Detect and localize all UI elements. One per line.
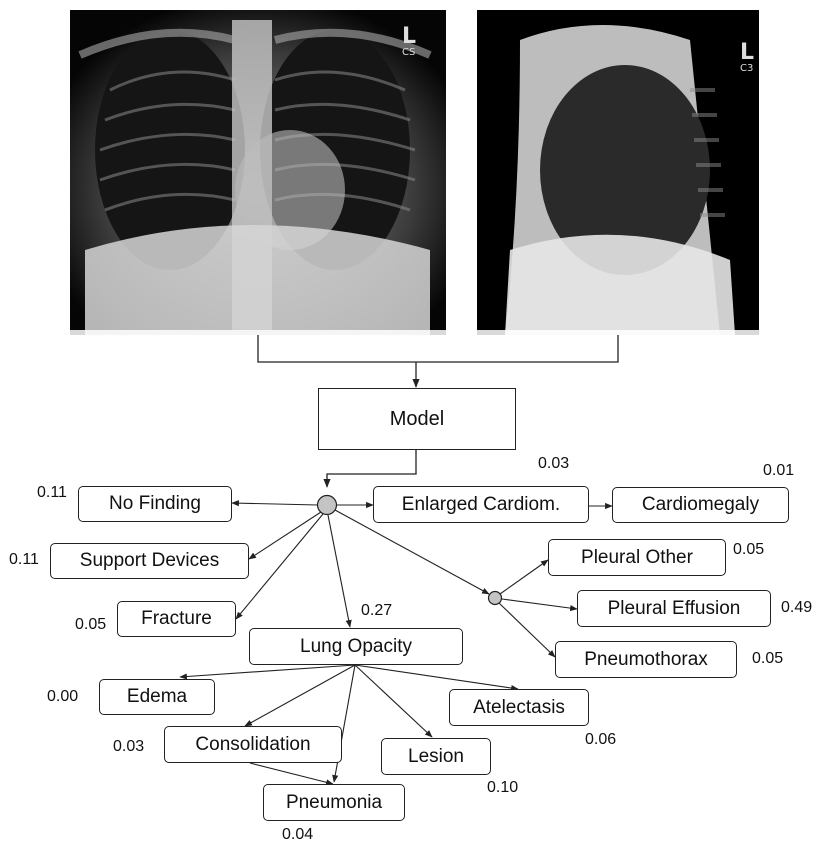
pneumonia-label: Pneumonia [285, 791, 383, 813]
edge-pleural-other [499, 559, 549, 595]
lateral-marker-sub: C3 [740, 63, 754, 74]
prob-edema: 0.00 [47, 688, 79, 705]
prob-consolidation: 0.03 [113, 738, 145, 755]
pneumothorax-label: Pneumothorax [584, 648, 708, 670]
pleural-hub [487, 590, 503, 606]
pleural-other-label: Pleural Other [581, 546, 693, 568]
edge-opacity-pneumonia [332, 664, 356, 783]
edge-root-pleural-hub [334, 509, 490, 595]
frontal-xray-image [70, 10, 446, 335]
node-edema: Edema [99, 679, 215, 715]
node-consolidation: Consolidation [164, 726, 342, 763]
edge-root-support-devices [248, 511, 322, 560]
enlarged-cardiom-label: Enlarged Cardiom. [401, 493, 561, 515]
prob-enlarged-cardiom: 0.03 [538, 455, 570, 472]
node-pneumothorax: Pneumothorax [555, 641, 737, 678]
edge-pleural-effusion [501, 598, 578, 612]
edge-opacity-atelectasis [354, 664, 519, 692]
fracture-label: Fracture [141, 608, 212, 629]
node-atelectasis: Atelectasis [449, 689, 589, 726]
consolidation-label: Consolidation [195, 733, 311, 755]
frontal-side-marker: L CS [402, 26, 416, 58]
cardiomegaly-label: Cardiomegaly [641, 494, 760, 515]
edge-root-no-finding [231, 500, 319, 507]
edge-opacity-consolidation [244, 664, 356, 727]
edge-root-fracture [235, 513, 324, 620]
model-label: Model [389, 407, 445, 430]
node-lung-opacity: Lung Opacity [249, 628, 463, 665]
lung-opacity-label: Lung Opacity [300, 635, 412, 657]
lateral-marker-letter: L [740, 40, 755, 65]
frontal-marker-letter: L [402, 24, 417, 49]
edge-opacity-lesion [354, 664, 433, 738]
edge-opacity-edema [179, 664, 356, 680]
lateral-side-marker: L C3 [740, 42, 754, 74]
edge-consolidation-pneumonia [249, 762, 334, 786]
prob-lung-opacity: 0.27 [361, 602, 393, 619]
node-lesion: Lesion [381, 738, 491, 775]
frontal-marker-sub: CS [402, 47, 416, 58]
node-pleural-effusion: Pleural Effusion [577, 590, 771, 627]
pleural-effusion-label: Pleural Effusion [607, 597, 741, 619]
no-finding-label: No Finding [109, 493, 201, 514]
prob-pneumothorax: 0.05 [752, 650, 784, 667]
node-pleural-other: Pleural Other [548, 539, 726, 576]
prob-fracture: 0.05 [75, 616, 107, 633]
node-enlarged-cardiom: Enlarged Cardiom. [373, 486, 589, 523]
prob-pleural-effusion: 0.49 [781, 599, 813, 616]
prob-support-devices: 0.11 [9, 551, 39, 568]
lateral-xray-image [477, 10, 759, 335]
prob-pleural-other: 0.05 [733, 541, 765, 558]
support-devices-label: Support Devices [79, 550, 220, 571]
lesion-label: Lesion [408, 745, 464, 767]
prob-cardiomegaly: 0.01 [763, 462, 795, 479]
edge-root-lung-opacity [327, 514, 352, 628]
prob-no-finding: 0.11 [37, 484, 67, 501]
prob-atelectasis: 0.06 [585, 731, 617, 748]
atelectasis-label: Atelectasis [473, 696, 565, 718]
node-no-finding: No Finding [78, 486, 232, 522]
node-support-devices: Support Devices [50, 543, 249, 579]
prob-pneumonia: 0.04 [282, 826, 314, 843]
node-cardiomegaly: Cardiomegaly [612, 487, 789, 523]
input-connectors [257, 335, 619, 488]
root-hub [316, 494, 338, 516]
node-fracture: Fracture [117, 601, 236, 637]
model-box: Model [318, 388, 516, 450]
edema-label: Edema [126, 686, 188, 707]
node-pneumonia: Pneumonia [263, 784, 405, 821]
edge-pneumothorax [498, 602, 556, 658]
prob-lesion: 0.10 [487, 779, 519, 796]
